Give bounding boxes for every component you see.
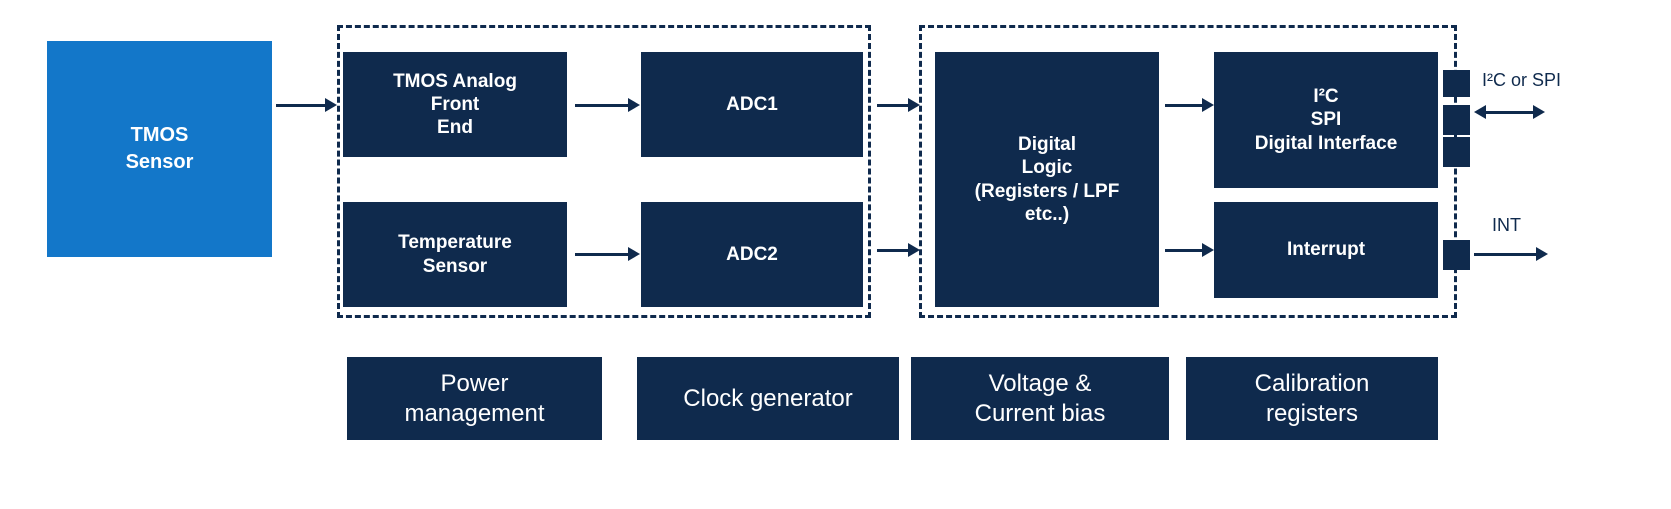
arrow-temp-to-adc2-icon	[575, 246, 640, 262]
adc2-block: ADC2	[641, 202, 863, 307]
digital-interface-block: I²C SPI Digital Interface	[1214, 52, 1438, 188]
i2c-spi-pin-label: I²C or SPI	[1482, 70, 1562, 90]
arrow-left-head-icon	[1474, 105, 1486, 119]
tmos-sensor-block: TMOS Sensor	[47, 41, 272, 257]
clock-generator-label: Clock generator	[683, 384, 853, 412]
digital-group-outline	[919, 25, 1457, 318]
digital-interface-label: I²C SPI Digital Interface	[1254, 86, 1398, 154]
voltage-current-bias-block: Voltage & Current bias	[911, 357, 1169, 440]
voltage-current-bias-label: Voltage & Current bias	[974, 369, 1106, 427]
digital-logic-label: Digital Logic (Registers / LPF etc..)	[974, 134, 1120, 225]
pin-square-icon	[1443, 70, 1470, 97]
pin-square-icon	[1443, 137, 1470, 167]
analog-group-outline	[337, 25, 871, 318]
calibration-registers-label: Calibration registers	[1254, 369, 1370, 427]
pin-square-icon	[1443, 105, 1470, 135]
pin-square-icon	[1443, 240, 1470, 270]
power-management-block: Power management	[347, 357, 602, 440]
power-management-label: Power management	[404, 369, 545, 427]
arrow-afe-to-adc1-icon	[575, 97, 640, 113]
tmos-analog-front-end-block: TMOS Analog Front End	[343, 52, 567, 157]
clock-generator-block: Clock generator	[637, 357, 899, 440]
int-pin-label: INT	[1492, 215, 1521, 235]
adc2-label: ADC2	[726, 243, 778, 265]
interrupt-block: Interrupt	[1214, 202, 1438, 298]
calibration-registers-block: Calibration registers	[1186, 357, 1438, 440]
temperature-sensor-block: Temperature Sensor	[343, 202, 567, 307]
digital-logic-block: Digital Logic (Registers / LPF etc..)	[935, 52, 1159, 307]
arrow-i2c-spi-bidirectional-icon	[1474, 104, 1545, 120]
arrow-logic-to-interrupt-icon	[1165, 242, 1214, 258]
arrow-adc2-to-logic-icon	[877, 242, 920, 258]
adc1-label: ADC1	[726, 93, 778, 115]
temperature-sensor-label: Temperature Sensor	[398, 232, 512, 277]
adc1-block: ADC1	[641, 52, 863, 157]
arrow-adc1-to-logic-icon	[877, 97, 920, 113]
arrow-int-output-icon	[1474, 246, 1548, 262]
arrow-sensor-to-afe-icon	[276, 97, 337, 113]
interrupt-label: Interrupt	[1286, 239, 1366, 261]
arrow-logic-to-interface-icon	[1165, 97, 1214, 113]
tmos-analog-front-end-label: TMOS Analog Front End	[393, 70, 517, 139]
tmos-sensor-label: TMOS Sensor	[125, 124, 194, 173]
